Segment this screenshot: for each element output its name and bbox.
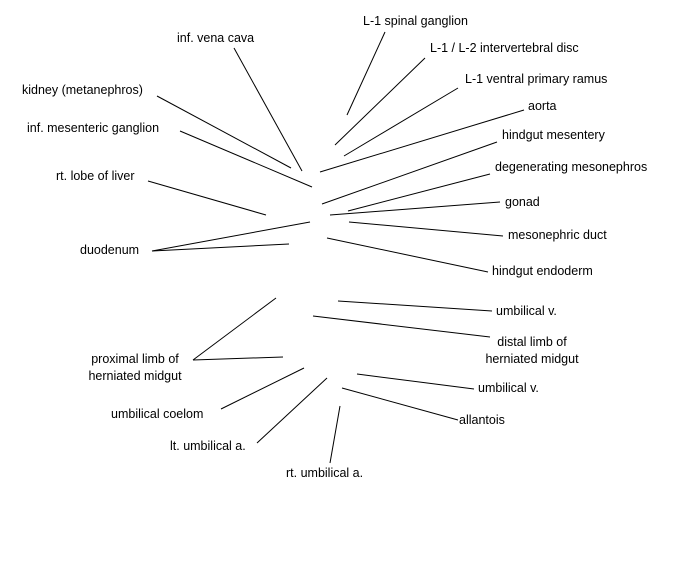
label-proximal-limb-of-herniated-midgut: proximal limb of herniated midgut: [80, 351, 190, 385]
label-proximal-limb-line-1: proximal limb of: [91, 352, 179, 366]
label-allantois: allantois: [459, 413, 505, 427]
leader-line-degenerating-mesonephros: [347, 173, 491, 212]
label-umbilical-v-lower: umbilical v.: [478, 381, 539, 395]
leader-line-kidney: [156, 95, 292, 169]
leader-line-rt-umbilical-a: [329, 405, 341, 464]
leader-line-umbilical-coelom: [220, 367, 305, 410]
leader-line-duodenum-upper: [151, 221, 311, 252]
leader-line-l1-l2-disc: [334, 57, 426, 146]
leader-line-l1-ventral-ramus: [343, 87, 459, 157]
leader-line-hindgut-mesentery: [321, 141, 498, 205]
label-distal-limb-of-herniated-midgut: distal limb of herniated midgut: [467, 334, 597, 368]
label-rt-umbilical-a: rt. umbilical a.: [286, 466, 364, 480]
leader-line-hindgut-endoderm: [326, 237, 489, 273]
label-distal-limb-line-1: distal limb of: [497, 335, 567, 349]
label-l1-ventral-primary-ramus: L-1 ventral primary ramus: [465, 72, 608, 86]
label-degenerating-mesonephros: degenerating mesonephros: [495, 160, 648, 174]
label-lt-umbilical-a: lt. umbilical a.: [170, 439, 246, 453]
leader-line-umbilical-v-upper: [337, 300, 493, 312]
label-umbilical-coelom: umbilical coelom: [111, 407, 204, 421]
label-aorta: aorta: [528, 99, 557, 113]
leader-line-l1-spinal-ganglion: [346, 31, 386, 116]
leader-line-distal-limb: [312, 315, 491, 338]
leader-line-proximal-limb-lower: [192, 356, 284, 361]
label-kidney-metanephros: kidney (metanephros): [22, 83, 143, 97]
label-rt-lobe-of-liver: rt. lobe of liver: [56, 169, 135, 183]
leader-line-aorta: [319, 109, 525, 173]
leader-line-lt-umbilical-a: [256, 377, 328, 444]
leader-line-mesonephric-duct: [348, 221, 504, 237]
leader-line-umbilical-v-lower: [356, 373, 475, 390]
leader-line-inf-vena-cava: [233, 47, 303, 172]
label-duodenum: duodenum: [80, 243, 140, 257]
label-hindgut-mesentery: hindgut mesentery: [502, 128, 605, 142]
leader-line-inf-mesenteric-ganglion: [179, 130, 313, 188]
label-proximal-limb-line-2: herniated midgut: [88, 369, 182, 383]
label-mesonephric-duct: mesonephric duct: [508, 228, 607, 242]
label-distal-limb-line-2: herniated midgut: [485, 352, 579, 366]
leader-line-gonad: [329, 201, 501, 216]
label-umbilical-v-upper: umbilical v.: [496, 304, 557, 318]
label-inf-vena-cava: inf. vena cava: [177, 31, 255, 45]
label-l1-spinal-ganglion: L-1 spinal ganglion: [363, 14, 468, 28]
leader-line-rt-lobe-liver: [147, 180, 267, 216]
leader-line-duodenum-lower: [151, 243, 290, 252]
label-gonad: gonad: [505, 195, 540, 209]
label-hindgut-endoderm: hindgut endoderm: [492, 264, 593, 278]
label-inf-mesenteric-ganglion: inf. mesenteric ganglion: [27, 121, 160, 135]
leader-line-proximal-limb-upper: [192, 297, 277, 361]
leader-line-allantois: [341, 387, 459, 421]
label-l1-l2-intervertebral-disc: L-1 / L-2 intervertebral disc: [430, 41, 579, 55]
